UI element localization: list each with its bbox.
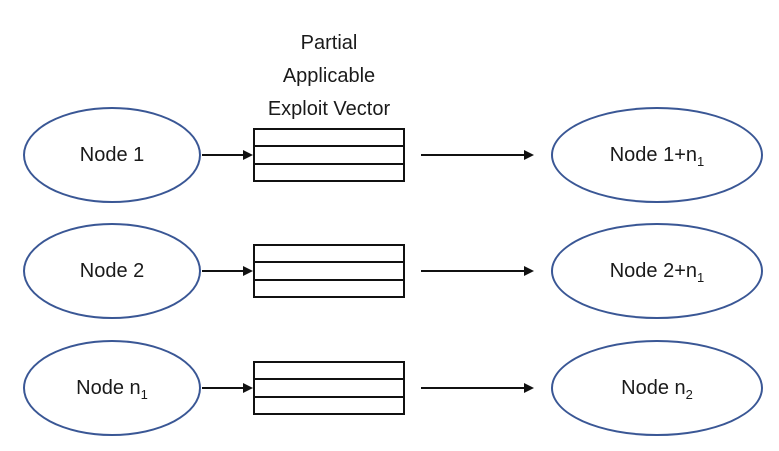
exploit-vector-cell [255, 130, 403, 145]
exploit-vector-cell [255, 145, 403, 162]
arrow-line [421, 387, 525, 389]
node-label: Node n2 [621, 376, 693, 402]
target-node: Node 1+n1 [551, 107, 763, 203]
node-label-subscript: 1 [140, 386, 148, 402]
arrowhead-icon [524, 266, 534, 276]
node-label: Node 2+n1 [609, 259, 705, 285]
arrowhead-icon [243, 150, 253, 160]
exploit-vector-box [253, 244, 405, 298]
arrowhead-icon [243, 383, 253, 393]
source-node: Node n1 [23, 340, 201, 436]
node-label-subscript: 1 [697, 153, 705, 169]
arrow-line [202, 154, 244, 156]
target-node: Node n2 [551, 340, 763, 436]
source-node: Node 2 [23, 223, 201, 319]
arrowhead-icon [524, 150, 534, 160]
title-line: Exploit Vector [267, 98, 391, 120]
diagram-row: Node 2 Node 2+n1 [0, 223, 779, 319]
title-line: Applicable [282, 65, 376, 87]
target-node: Node 2+n1 [551, 223, 763, 319]
source-node: Node 1 [23, 107, 201, 203]
diagram-row: Node 1 Node 1+n1 [0, 107, 779, 203]
node-label: Node 1+n1 [609, 143, 705, 169]
exploit-vector-box [253, 361, 405, 415]
arrow-line [421, 154, 525, 156]
arrow-line [202, 270, 244, 272]
diagram-row: Node n1 Node n2 [0, 340, 779, 436]
exploit-vector-box [253, 128, 405, 182]
exploit-vector-cell [255, 246, 403, 261]
exploit-vector-cell [255, 378, 403, 395]
exploit-vector-cell [255, 261, 403, 278]
arrow-line [202, 387, 244, 389]
exploit-vector-cell [255, 395, 403, 413]
arrow-line [421, 270, 525, 272]
arrowhead-icon [243, 266, 253, 276]
node-label: Node 2 [79, 259, 145, 282]
title-line: Partial [300, 32, 358, 54]
exploit-vector-cell [255, 363, 403, 378]
exploit-vector-cell [255, 162, 403, 180]
node-label: Node 1 [79, 143, 145, 166]
exploit-vector-title: Partial Applicable Exploit Vector [229, 27, 429, 126]
node-label-subscript: 2 [685, 386, 693, 402]
arrowhead-icon [524, 383, 534, 393]
node-label: Node n1 [76, 376, 148, 402]
exploit-vector-cell [255, 278, 403, 296]
node-label-subscript: 1 [697, 269, 705, 285]
